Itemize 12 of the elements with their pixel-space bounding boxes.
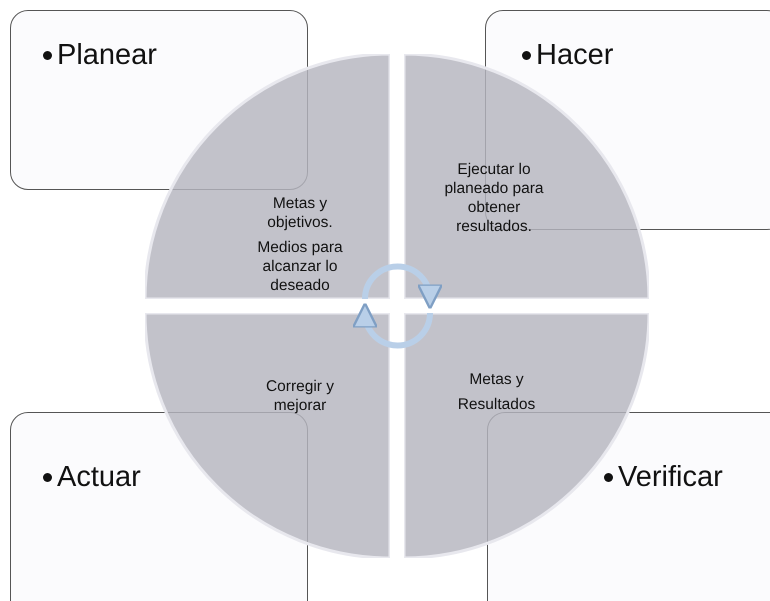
- quadrant-text: Resultados: [456, 395, 536, 414]
- quadrant-text: Metas y: [468, 370, 525, 389]
- stage-title: Verificar: [618, 460, 723, 494]
- cycle-arrow: [352, 302, 433, 348]
- quadrant-text: Medios para alcanzar lo deseado: [256, 238, 344, 295]
- cycle-arrow: [362, 264, 442, 310]
- quadrant-text: Corregir y mejorar: [264, 377, 336, 415]
- quadrant-text: Metas y objetivos.: [266, 194, 334, 232]
- stage-title: Actuar: [57, 460, 141, 494]
- stage-title: Planear: [57, 38, 157, 72]
- quadrant-text: Ejecutar lo planeado para obtener resultados.: [443, 160, 545, 236]
- stage-title: Hacer: [536, 38, 614, 72]
